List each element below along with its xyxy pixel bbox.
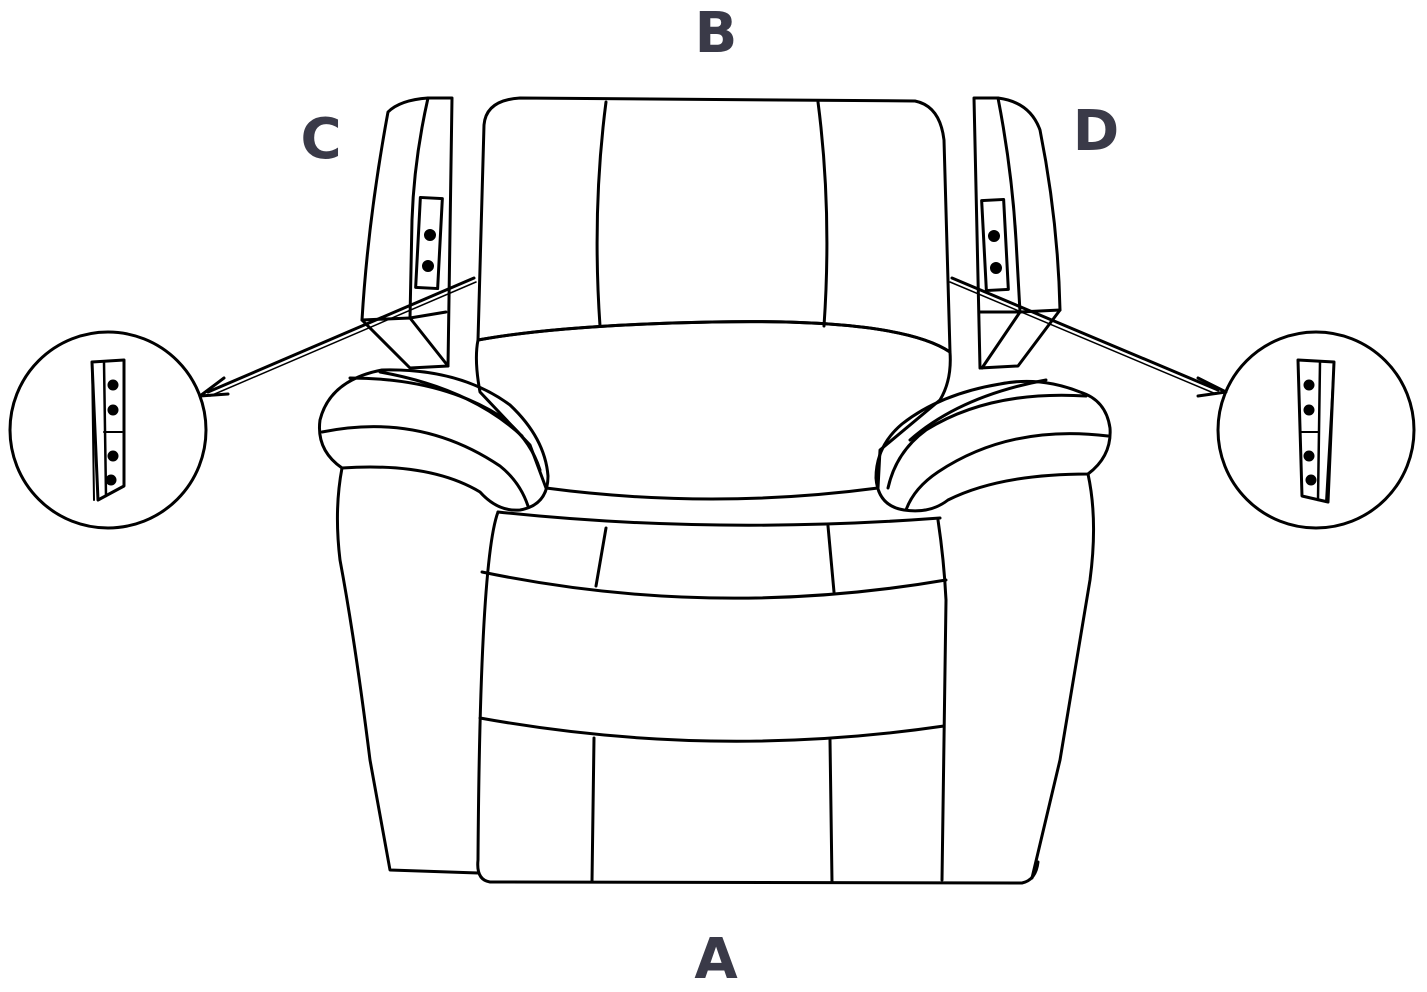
left-bracket <box>414 195 444 291</box>
left-arrowhead <box>198 376 230 398</box>
right-arm-panel-outline <box>972 96 1062 370</box>
left-detail-hole-4 <box>105 474 117 486</box>
right-armrest-inner-1 <box>908 378 1048 442</box>
left-armrest-outline <box>317 368 550 512</box>
right-detail-hole-3 <box>1303 450 1315 462</box>
legrest-top <box>478 716 946 743</box>
left-bracket-hole-2 <box>422 260 434 272</box>
left-detail-bracket <box>90 358 126 502</box>
backrest-outline <box>476 96 952 354</box>
right-detail-hole-4 <box>1305 474 1317 486</box>
right-armrest <box>874 378 1112 513</box>
legrest-seam-right <box>828 738 834 884</box>
front-band-seam-right <box>826 524 836 594</box>
left-armrest-seam-1 <box>320 425 530 508</box>
right-detail-bracket <box>1296 358 1336 504</box>
label-backrest: B <box>694 1 738 66</box>
backrest-seam-right <box>816 100 829 328</box>
right-detail-hole-2 <box>1303 404 1315 416</box>
right-arrow <box>949 276 1228 398</box>
label-right-arm-panel: D <box>1072 99 1120 164</box>
left-bracket-hole-1 <box>424 229 436 241</box>
right-arm-panel <box>972 96 1062 370</box>
seat-cushion <box>474 320 952 501</box>
left-arm-panel <box>360 96 454 370</box>
right-side-panel <box>1030 472 1096 880</box>
right-detail-circle <box>1216 330 1416 530</box>
front-band-top <box>496 510 942 527</box>
legrest-seam-left <box>590 736 596 884</box>
right-bracket-hole-2 <box>990 262 1002 274</box>
left-detail-bracket-inner <box>102 360 108 498</box>
right-detail-hole-1 <box>1303 379 1315 391</box>
left-armrest <box>317 368 550 512</box>
right-arrow-shaft-2 <box>949 281 1217 395</box>
front-panel-outline <box>476 510 1040 885</box>
label-chair-base: A <box>694 927 738 992</box>
right-arrow-shaft <box>950 276 1220 392</box>
left-detail-bracket-edge <box>91 361 95 501</box>
left-detail-circle <box>8 330 208 530</box>
left-arrow-shaft-2 <box>209 281 477 397</box>
right-detail-callout <box>1216 330 1416 530</box>
left-arm-panel-inner-edge <box>408 96 448 320</box>
right-armrest-seam-1 <box>904 432 1110 512</box>
right-armrest-outline <box>874 379 1112 513</box>
right-detail-bracket-inner <box>1316 360 1322 502</box>
front-panel-right-edge <box>936 518 948 882</box>
backrest <box>476 96 952 354</box>
backrest-seam-left <box>595 100 608 328</box>
right-arm-panel-inner-edge <box>978 96 1022 314</box>
right-bracket-hole-1 <box>988 230 1000 242</box>
left-detail-hole-3 <box>107 450 119 462</box>
left-detail-hole-2 <box>107 404 119 416</box>
front-band-bottom <box>480 570 948 600</box>
right-bracket <box>980 197 1010 293</box>
left-arrow <box>198 276 477 398</box>
left-armrest-inner-1 <box>378 370 524 438</box>
left-arm-panel-outline <box>360 96 454 370</box>
left-arrow-shaft <box>206 276 476 394</box>
label-left-arm-panel: C <box>300 107 342 172</box>
left-armrest-seam-2 <box>348 376 542 472</box>
right-detail-bracket-edge <box>1325 361 1335 503</box>
front-band-seam-left <box>594 526 608 588</box>
chair-body <box>335 466 1096 885</box>
left-detail-hole-1 <box>107 379 119 391</box>
right-armrest-seam-2 <box>886 393 1088 490</box>
left-detail-callout <box>8 330 208 530</box>
left-side-panel <box>335 466 480 875</box>
seat-cushion-outline <box>474 320 952 501</box>
